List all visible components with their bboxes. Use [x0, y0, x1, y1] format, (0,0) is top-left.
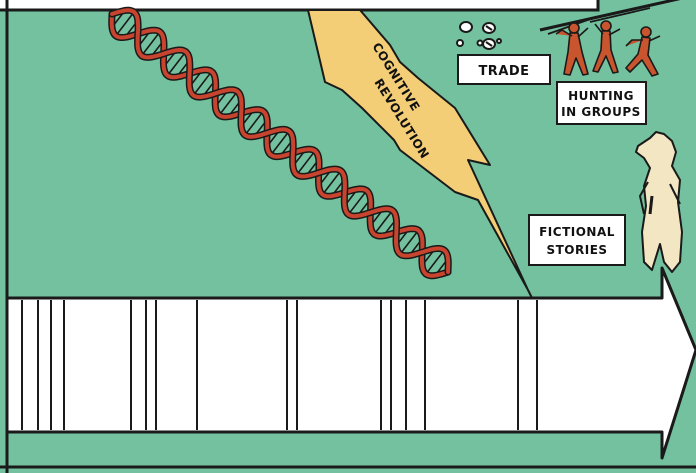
hunting-label: HUNTING IN GROUPS	[556, 81, 647, 125]
hunting-text-line-2: IN GROUPS	[561, 105, 641, 119]
dna-rung	[270, 130, 290, 156]
dna-rung	[425, 249, 445, 275]
dna-rung	[192, 71, 213, 96]
dna-rung	[218, 90, 239, 116]
dna-rung	[140, 31, 161, 57]
dna-rung	[399, 229, 420, 255]
hunting-text-line-1: HUNTING	[568, 89, 634, 103]
dna-rung	[166, 51, 187, 76]
fictional-text-line-1: FICTIONAL	[539, 225, 615, 239]
dna-rung	[347, 190, 368, 215]
lion-man-figurine-icon	[635, 131, 683, 273]
dna-rung	[373, 210, 394, 235]
coins-icon	[456, 21, 502, 50]
overhead-line	[539, 0, 681, 32]
dna-rung	[321, 170, 342, 196]
trade-label: TRADE	[457, 54, 551, 85]
dna-strand	[109, 12, 450, 278]
hunters-icon	[547, 7, 661, 77]
dna-strand	[110, 8, 451, 274]
dna-rung	[244, 110, 264, 136]
fictional-label: FICTIONAL STORIES	[528, 214, 626, 266]
dna-rung	[296, 150, 316, 176]
dna-rung	[115, 11, 135, 37]
top-panel-strip	[0, 0, 600, 12]
trade-text: TRADE	[478, 64, 529, 79]
fictional-text-line-2: STORIES	[546, 243, 607, 257]
timeline-arrow-icon	[5, 266, 696, 460]
dna-helix-icon	[108, 6, 452, 280]
